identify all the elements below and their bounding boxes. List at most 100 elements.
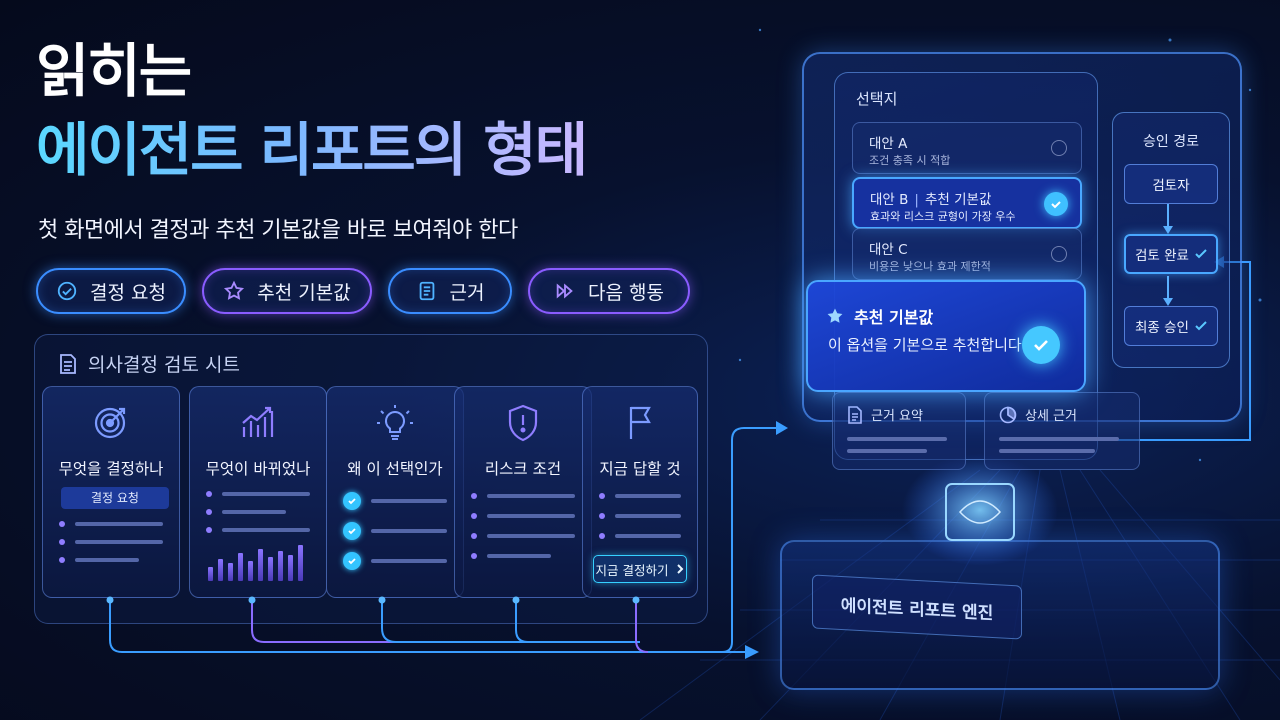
check-circle-icon [57,281,77,301]
document-icon [419,281,434,301]
list-item [471,531,575,541]
pill-decision-request[interactable]: 결정 요청 [36,268,186,314]
flag-icon [629,406,651,439]
list-item [599,531,681,541]
pill-label: 다음 행동 [588,281,664,304]
document-icon [60,353,76,374]
list-item [471,491,575,501]
pill-evidence[interactable]: 근거 [388,268,512,314]
engine-label: 에이전트 리포트 엔진 [840,595,994,624]
approval-step-label: 검토 완료 [1135,248,1189,264]
choices-title: 선택지 [856,90,898,108]
list-item [59,519,163,529]
radio-button[interactable] [1051,140,1067,156]
pill-label: 근거 [449,281,485,304]
approval-path-title: 승인 경로 [1143,134,1199,150]
sheet-title-text: 의사결정 검토 시트 [88,354,240,376]
detailed-evidence-label: 상세 근거 [1025,409,1077,424]
option-c[interactable]: 대안 C 비용은 낮으나 효과 제한적 [852,228,1082,280]
check-icon [343,552,361,570]
fast-forward-icon [556,283,573,299]
target-icon [94,407,126,439]
approval-step-review-done[interactable]: 검토 완료 [1124,234,1218,274]
card-why-this-choice: 왜 이 선택인가 [326,386,464,598]
core-chip-glow [902,454,1058,566]
card-label: 왜 이 선택인가 [347,460,443,478]
list-item [343,551,447,571]
decision-request-tag: 결정 요청 [61,487,169,509]
detailed-evidence-header: 상세 근거 [999,405,1077,424]
list-item [59,537,163,547]
star-icon [827,308,843,323]
card-risk-conditions: 리스크 조건 [454,386,592,598]
pill-label: 추천 기본값 [257,281,351,304]
check-icon [343,522,361,540]
lightbulb-icon [377,405,413,440]
list-item [599,511,681,521]
list-item [471,551,551,561]
card-what-changed: 무엇이 바뀌었나 [189,386,327,598]
option-name: 대안 A [869,136,908,152]
list-item [59,555,139,565]
sheet-title: 의사결정 검토 시트 [58,350,240,377]
approval-step-label: 검토자 [1152,178,1190,194]
approval-flow-arrows [1163,204,1173,306]
check-icon [1022,326,1060,364]
evidence-summary-header: 근거 요약 [847,405,923,424]
page-title-line1: 읽히는 [36,37,192,105]
list-item [343,521,447,541]
approval-step-reviewer[interactable]: 검토자 [1124,164,1218,204]
selected-check-icon[interactable] [1044,192,1068,216]
card-label: 무엇을 결정하나 [58,460,164,478]
radio-button[interactable] [1051,246,1067,262]
evidence-summary-card[interactable]: 근거 요약 [832,392,966,470]
option-desc: 효과와 리스크 균형이 가장 우수 [870,210,1016,223]
option-name-row: 대안 B|추천 기본값 [870,192,992,208]
chevron-right-icon [677,564,684,574]
mini-bar-chart [208,545,303,581]
check-icon [343,492,361,510]
card-what-to-decide: 무엇을 결정하나 결정 요청 [42,386,180,598]
list-item [599,491,681,501]
pill-label: 결정 요청 [90,281,166,304]
growth-chart-icon [242,406,274,437]
recommended-default-header: 추천 기본값 [826,304,933,328]
recommended-default-card[interactable]: 추천 기본값 이 옵션을 기본으로 추천합니다 [806,280,1086,392]
list-item [206,525,310,535]
star-icon [224,280,245,300]
list-item [471,511,575,521]
document-icon [848,405,862,424]
approval-step-label: 최종 승인 [1135,320,1189,336]
page-title-line2: 에이전트 리포트의 형태 [36,116,588,184]
recommended-badge: 추천 기본값 [924,192,992,208]
decide-now-label: 지금 결정하기 [595,562,669,578]
option-desc: 비용은 낮으나 효과 제한적 [869,260,991,273]
shield-alert-icon [508,404,538,442]
detailed-evidence-card[interactable]: 상세 근거 [984,392,1140,470]
approval-step-final[interactable]: 최종 승인 [1124,306,1218,346]
list-item [206,489,310,499]
recommended-default-title: 추천 기본값 [854,308,934,327]
option-desc: 조건 충족 시 적합 [869,154,951,167]
page-subtitle: 첫 화면에서 결정과 추천 기본값을 바로 보여줘야 한다 [38,218,518,243]
decide-now-button[interactable]: 지금 결정하기 [593,555,687,583]
recommended-default-body: 이 옵션을 기본으로 추천합니다 [828,336,1022,354]
list-item [206,507,286,517]
card-label: 리스크 조건 [484,460,562,478]
list-item [343,491,447,511]
option-a[interactable]: 대안 A 조건 충족 시 적합 [852,122,1082,174]
pill-recommended-default[interactable]: 추천 기본값 [202,268,372,314]
check-icon [1195,249,1207,259]
check-icon [1195,321,1207,331]
option-name: 대안 C [869,242,908,258]
card-label: 무엇이 바뀌었나 [205,460,311,478]
option-name: 대안 B [870,192,909,208]
option-b[interactable]: 대안 B|추천 기본값 효과와 리스크 균형이 가장 우수 [852,177,1082,229]
pie-chart-icon [999,406,1017,423]
card-answer-now: 지금 답할 것 지금 결정하기 [582,386,698,598]
evidence-summary-label: 근거 요약 [871,409,923,424]
pill-next-action[interactable]: 다음 행동 [528,268,690,314]
card-label: 지금 답할 것 [599,460,681,478]
engine-label-plate: 에이전트 리포트 엔진 [812,574,1022,640]
